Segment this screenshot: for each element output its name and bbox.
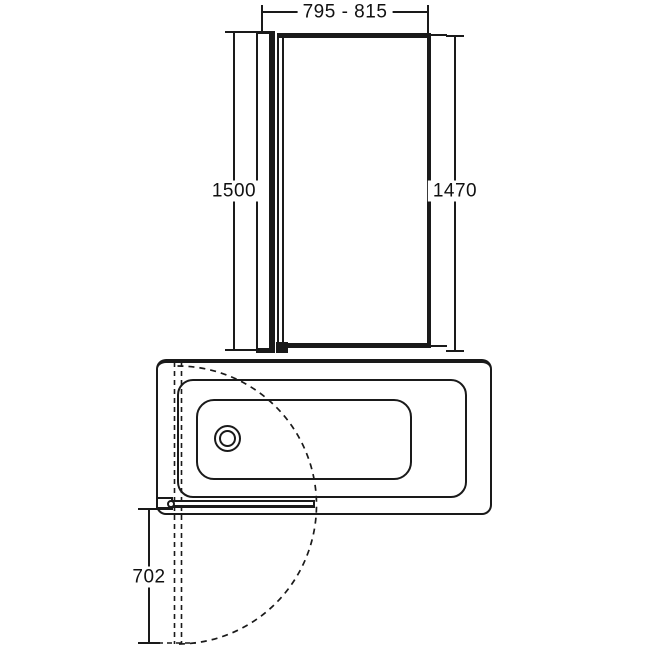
dimension-label-screen-width: 795 - 815 bbox=[297, 1, 393, 23]
extension-line-top bbox=[241, 31, 257, 33]
door-swing-arc bbox=[177, 365, 318, 645]
dimension-tick-right bbox=[427, 5, 429, 34]
drain-inner-circle bbox=[219, 430, 236, 447]
bathtub-inner-rim bbox=[177, 379, 467, 498]
bottom-pivot-block bbox=[276, 342, 288, 353]
hinge-pivot-circle bbox=[167, 500, 175, 508]
dimension-tick-top bbox=[225, 31, 243, 33]
dimension-tick-bottom bbox=[446, 350, 464, 352]
extension-line-top bbox=[431, 34, 447, 36]
drain-outer-circle bbox=[214, 425, 241, 452]
extension-line-bottom bbox=[241, 349, 257, 351]
dimension-label-door-swing: 702 bbox=[127, 566, 171, 588]
dimension-label-glass-height: 1470 bbox=[427, 180, 483, 202]
glass-hinge-edge-line bbox=[282, 38, 284, 343]
dimension-tick-top bbox=[446, 35, 464, 37]
dimension-tick-bottom bbox=[225, 349, 243, 351]
dimension-tick-bottom bbox=[138, 642, 160, 644]
extension-line-bottom bbox=[431, 345, 447, 347]
bathtub-basin bbox=[196, 399, 412, 480]
dimension-label-overall-height: 1500 bbox=[206, 180, 262, 202]
bathtub-outer-rim bbox=[156, 359, 492, 515]
dimension-tick-top bbox=[138, 508, 160, 510]
screen-door-closed-bar bbox=[163, 500, 315, 508]
dimension-tick-left bbox=[261, 5, 263, 31]
